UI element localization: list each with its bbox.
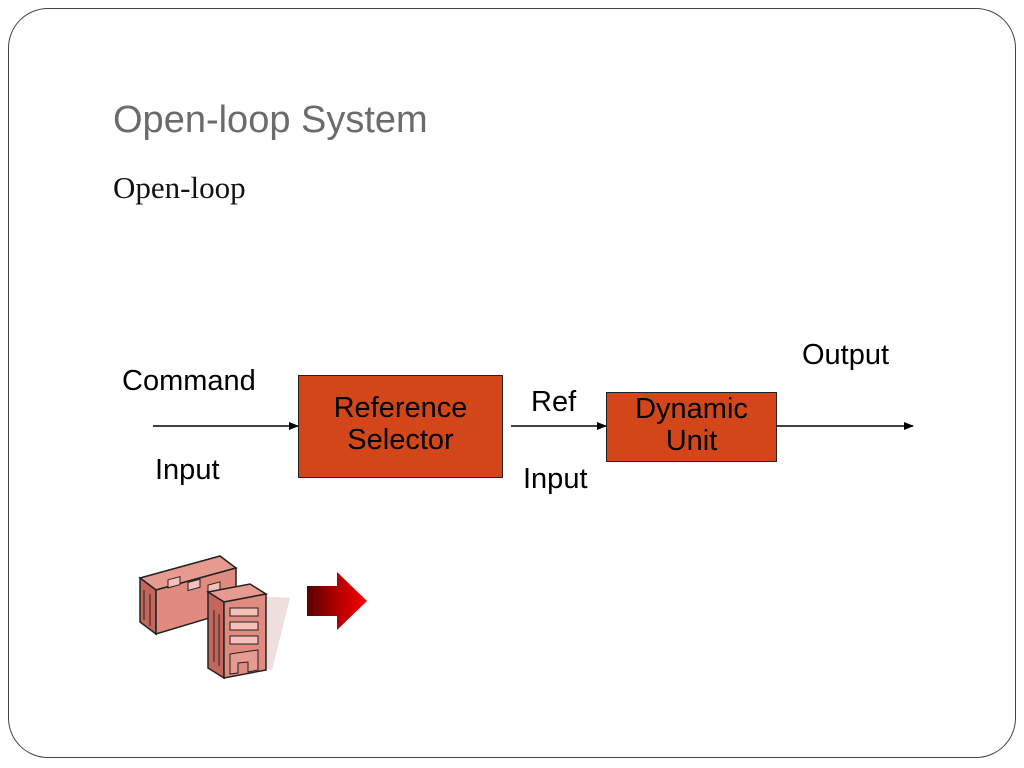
ref-label: Ref (531, 386, 577, 418)
command-input-label: Input (155, 454, 220, 486)
output-label: Output (802, 339, 890, 371)
command-label: Command (122, 365, 256, 397)
red-right-arrow-icon (307, 572, 367, 630)
dynamic-unit-line1: Dynamic (635, 393, 748, 425)
reference-selector-line2: Selector (347, 424, 454, 457)
reference-selector-line1: Reference (333, 392, 468, 424)
factory-buildings-icon (138, 555, 290, 680)
dynamic-unit-line2: Unit (665, 425, 718, 458)
ref-input-label: Input (523, 463, 588, 495)
dynamic-unit-block: Dynamic Unit (606, 392, 777, 462)
slide-subtitle: Open-loop (113, 170, 246, 205)
slide-frame (8, 8, 1016, 758)
reference-selector-block: Reference Selector (298, 375, 503, 478)
slide-title: Open-loop System (113, 99, 428, 141)
